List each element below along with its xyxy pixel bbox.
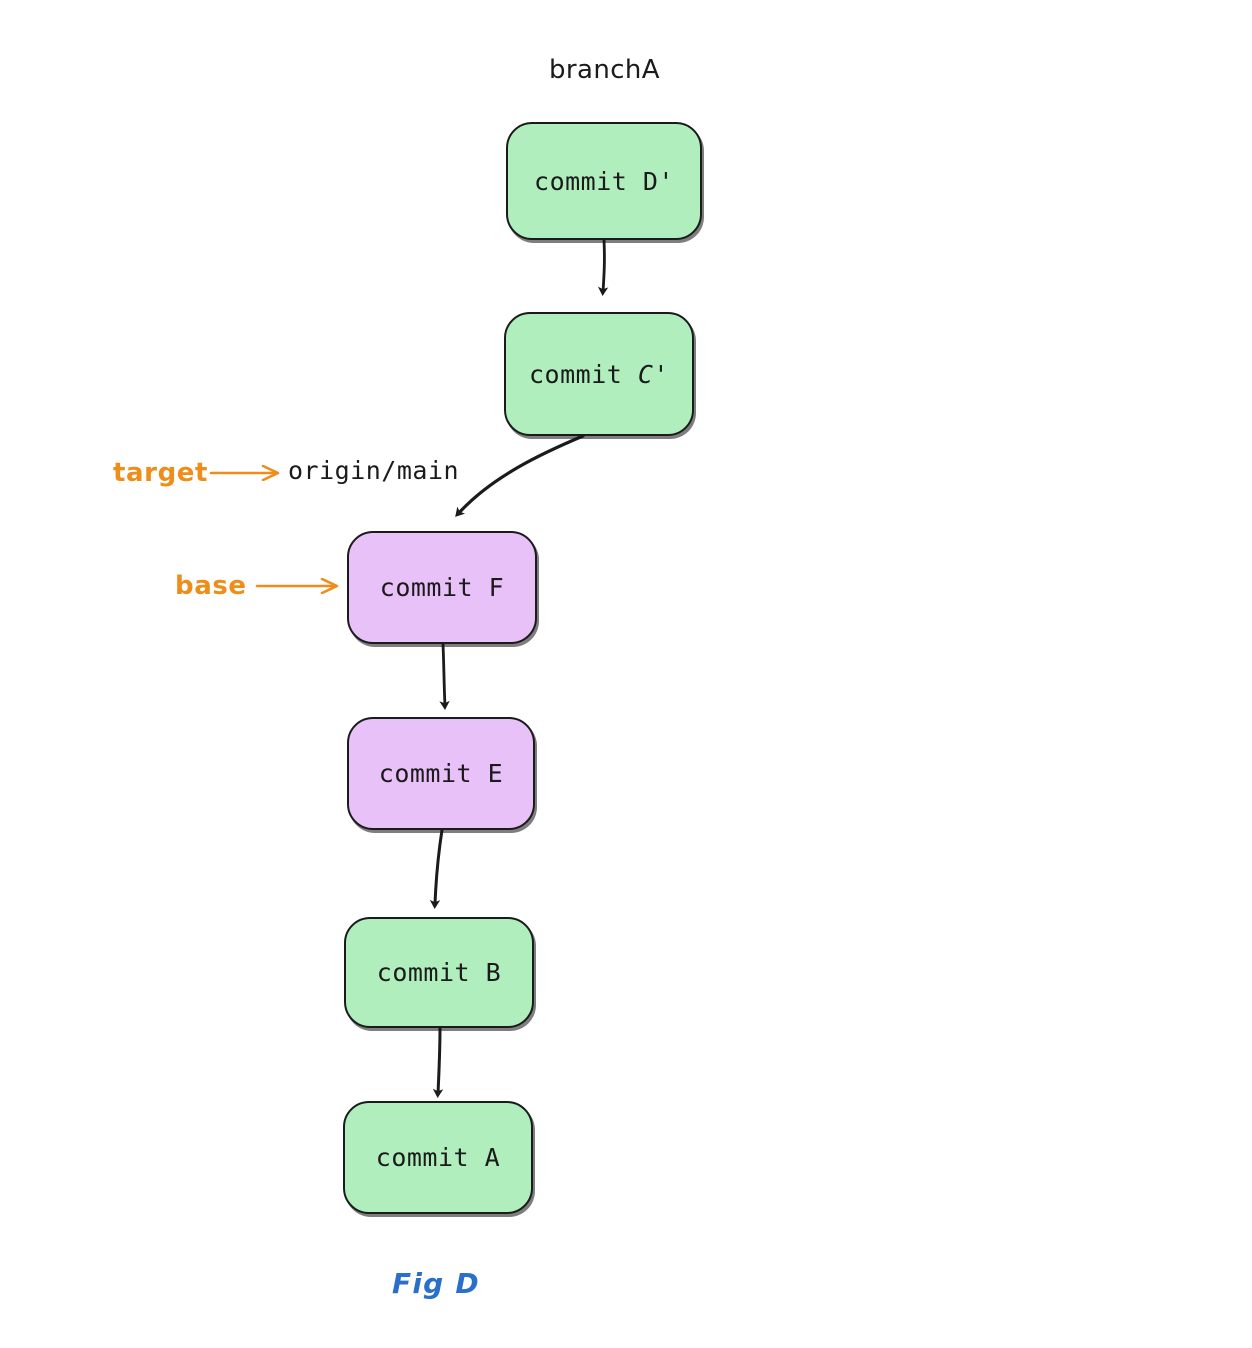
commit-node-e[interactable]: commit E [347,717,535,830]
commit-node-f[interactable]: commit F [347,531,537,644]
commit-node-a[interactable]: commit A [343,1101,533,1214]
commit-node-label-pre: commit [529,359,638,389]
commit-node-label: commit F [379,573,505,602]
edge-e-to-b [429,828,444,909]
annotation-label-base: base [175,571,247,601]
branch-label-branchA: branchA [549,55,660,85]
commit-node-label: commit A [375,1143,501,1172]
annotation-label-target: target [113,458,209,488]
commit-node-label-italic: C [637,359,654,389]
commit-node-c-prime[interactable]: commit C' [504,312,694,436]
edge-dprime-to-cprime [597,238,609,296]
commit-node-d-prime[interactable]: commit D' [506,122,702,240]
commit-node-b[interactable]: commit B [344,917,534,1028]
branch-label-origin-main: origin/main [288,456,460,485]
commit-node-label: commit C' [529,360,669,389]
edge-cprime-to-f [455,434,585,517]
edge-f-to-e [439,642,450,711]
commit-node-label: commit E [378,759,504,788]
commit-node-label: commit D' [534,166,674,196]
figure-caption: Fig D [392,1267,480,1300]
edge-b-to-a [432,1026,444,1098]
commit-node-label: commit B [376,958,502,987]
commit-node-label-post: ' [653,359,669,389]
